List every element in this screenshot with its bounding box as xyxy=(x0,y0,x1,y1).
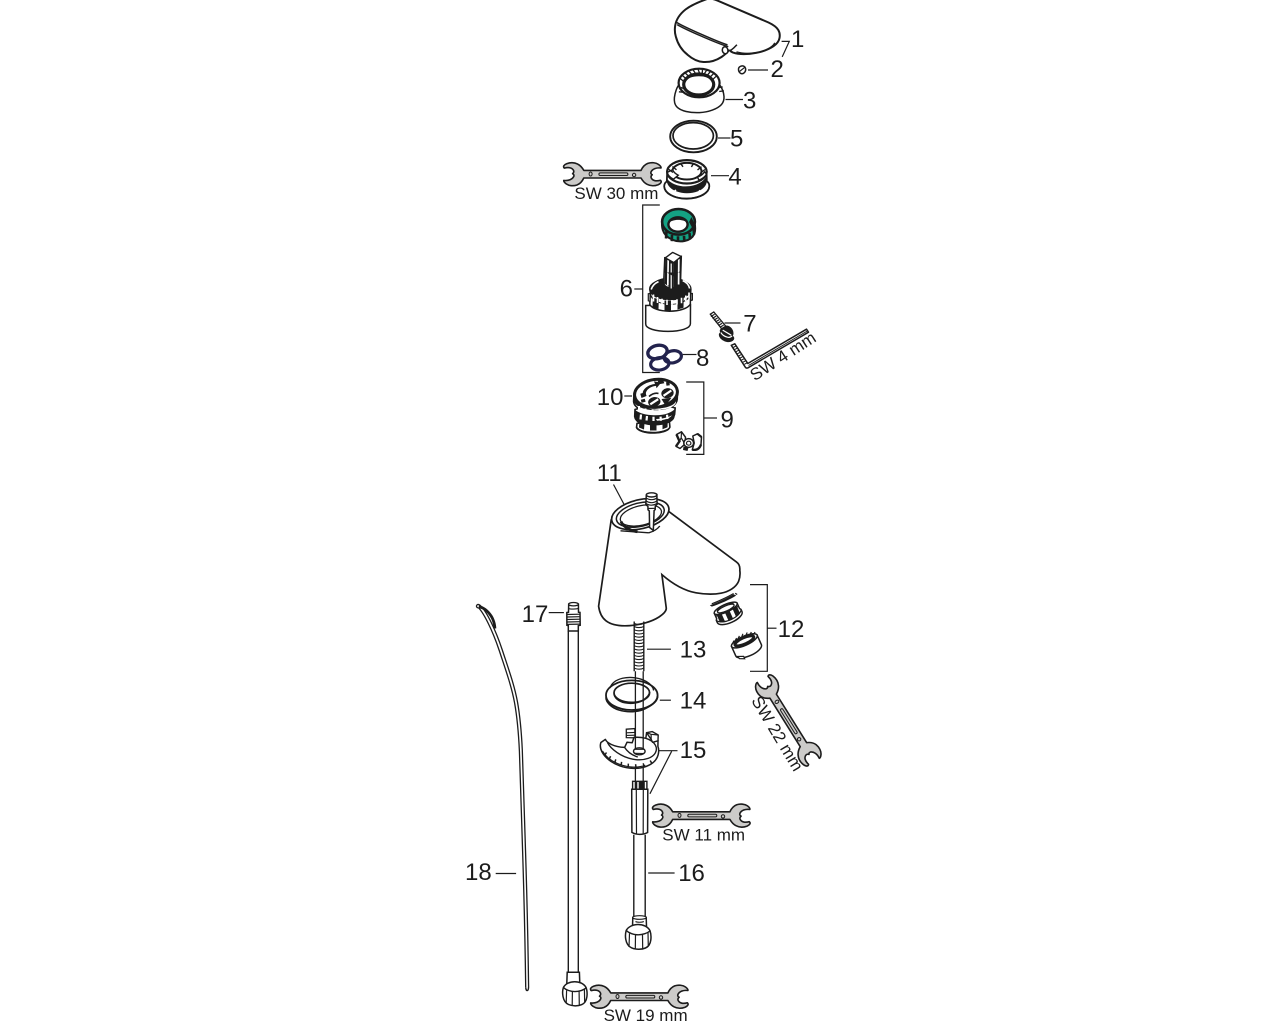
svg-text:3: 3 xyxy=(743,87,756,114)
svg-text:4: 4 xyxy=(728,164,741,191)
svg-text:6: 6 xyxy=(620,275,633,302)
svg-text:9: 9 xyxy=(721,407,734,434)
svg-text:16: 16 xyxy=(678,860,705,887)
svg-text:15: 15 xyxy=(680,737,707,764)
svg-text:18: 18 xyxy=(465,859,492,886)
svg-text:SW 19 mm: SW 19 mm xyxy=(604,1006,688,1024)
svg-text:14: 14 xyxy=(680,688,707,715)
svg-text:5: 5 xyxy=(730,126,743,153)
svg-text:SW 30 mm: SW 30 mm xyxy=(574,184,658,203)
svg-text:SW 11 mm: SW 11 mm xyxy=(662,825,745,844)
svg-text:17: 17 xyxy=(522,601,549,628)
svg-text:2: 2 xyxy=(771,56,784,83)
svg-text:11: 11 xyxy=(597,460,622,487)
svg-text:7: 7 xyxy=(743,311,756,338)
svg-text:10: 10 xyxy=(597,384,624,411)
svg-text:13: 13 xyxy=(680,637,707,664)
svg-text:12: 12 xyxy=(778,616,805,643)
svg-text:1: 1 xyxy=(791,26,804,53)
svg-text:8: 8 xyxy=(696,345,709,372)
